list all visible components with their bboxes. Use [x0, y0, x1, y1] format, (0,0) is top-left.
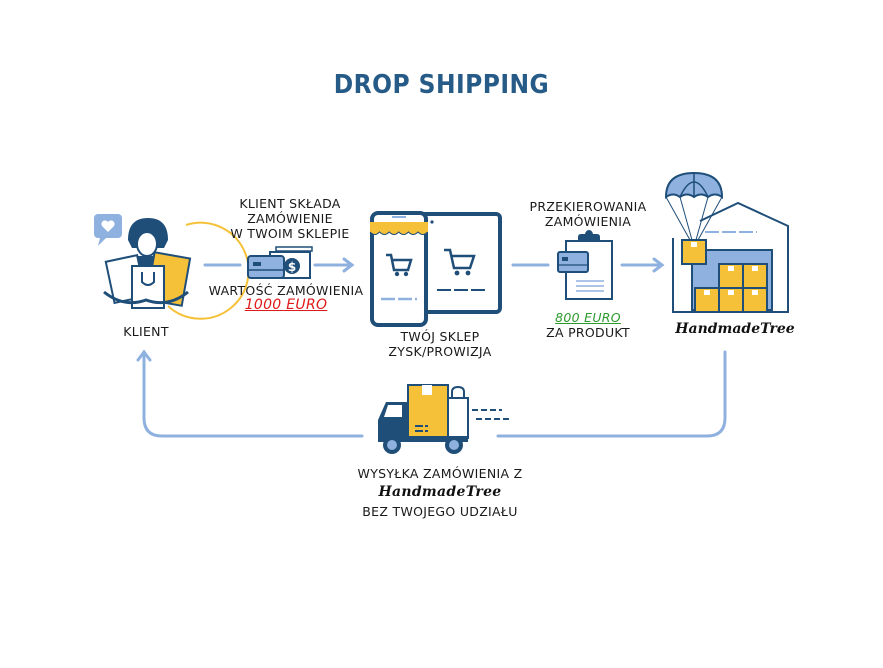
shop-label-line-1: TWÓJ SKLEP [400, 329, 480, 344]
payment-card-cash-icon: $ [247, 246, 313, 279]
order-step-line-3: W TWOIM SKLEPIE [230, 226, 350, 241]
order-value-amount: 1000 EURO [244, 297, 328, 313]
client-label: KLIENT [123, 324, 169, 339]
svg-text:$: $ [288, 260, 296, 274]
product-price-amount: 800 EURO [555, 310, 621, 325]
shipping-step-label: WYSYŁKA ZAMÓWIENIA Z HandmadeTree BEZ TW… [320, 464, 560, 521]
order-value-label: WARTOŚĆ ZAMÓWIENIA [208, 283, 364, 298]
diagram-title: DROP SHIPPING [333, 70, 550, 100]
shop-label: TWÓJ SKLEP ZYSK/PROWIZJA [360, 329, 520, 359]
redirect-step-line-2: ZAMÓWIENIA [544, 214, 632, 229]
shipping-step-line-2: HandmadeTree [378, 484, 502, 500]
arrow-client-to-shop [203, 257, 355, 273]
redirect-step-line-1: PRZEKIEROWANIA [529, 199, 647, 214]
customer-with-shopping-bags-icon [94, 214, 250, 320]
order-step-line-1: KLIENT SKŁADA [239, 196, 341, 211]
redirect-step-label: PRZEKIEROWANIA ZAMÓWIENIA [518, 199, 658, 229]
shop-label-line-2: ZYSK/PROWIZJA [388, 344, 492, 359]
order-step-line-2: ZAMÓWIENIE [247, 211, 333, 226]
online-shop-devices-icon [369, 211, 502, 327]
delivery-truck-icon [378, 384, 510, 454]
clipboard-order-icon [557, 230, 613, 300]
order-step-label: KLIENT SKŁADA ZAMÓWIENIE W TWOIM SKLEPIE [210, 196, 370, 241]
arrow-shop-to-warehouse [511, 257, 665, 273]
product-price-label: ZA PRODUKT [546, 325, 630, 340]
warehouse-label: HandmadeTree [675, 321, 795, 337]
redirect-price-block: 800 EURO ZA PRODUKT [528, 310, 648, 340]
order-value-block: WARTOŚĆ ZAMÓWIENIA 1000 EURO [196, 283, 376, 313]
shipping-step-line-1: WYSYŁKA ZAMÓWIENIA Z [357, 466, 523, 481]
arrow-warehouse-to-client [136, 349, 727, 438]
shipping-step-line-3: BEZ TWOJEGO UDZIAŁU [362, 504, 518, 519]
warehouse-parachute-icon [664, 171, 789, 313]
